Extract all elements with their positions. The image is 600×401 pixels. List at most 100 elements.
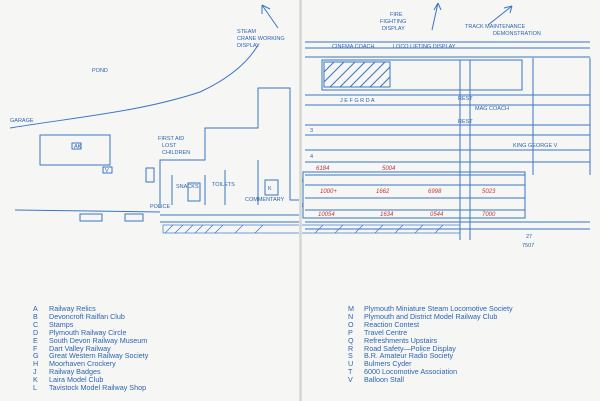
legend-item: B Devoncroft Railfan Club [33,313,148,321]
garage-outline [39,134,111,166]
label-first-aid-2: LOST [162,143,177,149]
track-row-6 [305,197,525,211]
red-10054: 10054 [318,212,335,218]
page-fold [299,0,302,401]
label-track-maint-1: TRACK MAINTENANCE [465,24,526,30]
label-fire-3: DISPLAY [382,26,405,32]
box-bottom-1 [79,213,103,222]
label-v: V [105,168,109,174]
legend-key: J [33,367,37,377]
track-top [305,41,590,58]
label-pond: POND [92,68,108,74]
legend-item: K Laira Model Club [33,376,148,384]
legend-key: B [33,311,38,321]
hatch [323,61,391,88]
red-1662: 1662 [376,189,390,195]
label-fire-2: FIGHTING [380,19,406,25]
label-q-row: J E F G R D A [340,98,375,104]
label-steam-crane-2: CRANE WORKING [237,36,285,42]
legend-label: Balloon Stall [364,375,404,385]
legend-label: Devoncroft Railfan Club [49,311,125,321]
label-box-k: K [268,186,272,192]
legend-key: D [33,327,39,337]
legend-label: Bulmers Cyder [364,359,412,369]
track-row-5 [305,174,525,186]
legend-key: N [348,311,354,321]
legend-item: U Bulmers Cyder [348,360,513,368]
red-7000: 7000 [482,212,496,218]
legend-label: Plymouth Miniature Steam Locomotive Soci… [364,304,513,313]
red-6998: 6998 [428,189,442,195]
box-k [264,179,279,196]
legend-item: M Plymouth Miniature Steam Locomotive Soc… [348,305,513,313]
label-mag-coach: MAG COACH [475,106,509,112]
small-box-v [102,166,113,174]
legend-label: Reaction Contest [364,319,420,329]
label-27: 27 [526,234,532,240]
legend-label: B.R. Amateur Radio Society [364,351,454,361]
legend-label: Dart Valley Railway [49,343,111,353]
legend-label: Refreshments Upstairs [364,335,438,345]
site-map: POND GARAGE AK V STEAM CRANE WORKING DIS… [9,2,591,249]
legend-key: R [348,343,354,353]
legend-key: A [33,304,38,313]
legend-right: M Plymouth Miniature Steam Locomotive Soc… [348,305,513,384]
label-rest-2: REST [458,119,473,125]
legend-key: C [33,319,39,329]
left-boundary [14,209,161,213]
legend-label: Plymouth Railway Circle [49,327,127,337]
legend-item: E South Devon Railway Museum [33,335,148,345]
label-loco-lifting: LOCO LIFTING DISPLAY [393,44,456,50]
track-row-j [305,94,590,106]
legend-key: K [33,375,38,385]
legend-key: H [33,359,39,369]
legend-item: F Dart Valley Railway [33,343,148,353]
red-0544: 0544 [430,212,444,218]
label-first-aid-3: CHILDREN [162,150,190,156]
label-first-aid-1: FIRST AID [158,136,184,142]
legend-label: South Devon Railway Museum [49,335,148,345]
legend-key: M [348,304,354,313]
red-5004: 5004 [382,166,396,172]
label-row-3: 3 [310,128,313,134]
label-7507: 7507 [522,243,534,249]
legend-label: Railway Badges [49,367,101,377]
label-ak: AK [74,144,82,150]
label-toilets: TOILETS [212,182,235,188]
legend-label: Laira Model Club [49,375,104,385]
arrow-track-maint [487,5,513,26]
legend-key: E [33,335,38,345]
label-rest-1: REST [458,96,473,102]
hatched-area [323,61,391,88]
bottom-track [305,221,590,230]
legend-key: V [348,375,353,385]
legend-key: Q [348,335,354,345]
main-building [159,87,300,208]
legend-key: O [348,319,354,329]
track-row-4 [305,149,590,163]
red-5023: 5023 [482,189,496,195]
label-cinema-coach: CINEMA COACH [332,44,375,50]
legend-label: Travel Centre [364,327,408,337]
red-1000: 1000+ [320,189,337,195]
legend-item: J Railway Badges [33,368,148,376]
legend-label: Great Western Railway Society [49,351,149,361]
legend-key: F [33,343,38,353]
label-garage: GARAGE [10,118,34,124]
legend-key: U [348,359,354,369]
legend-item: V Balloon Stall [348,376,513,384]
label-fire-1: FIRE [390,12,403,18]
legend-item: Q Refreshments Upstairs [348,335,513,345]
box-bottom-2 [124,213,144,222]
bottom-strip-hatch [164,224,444,234]
track-row-3 [305,124,590,136]
shed-top [321,59,523,91]
